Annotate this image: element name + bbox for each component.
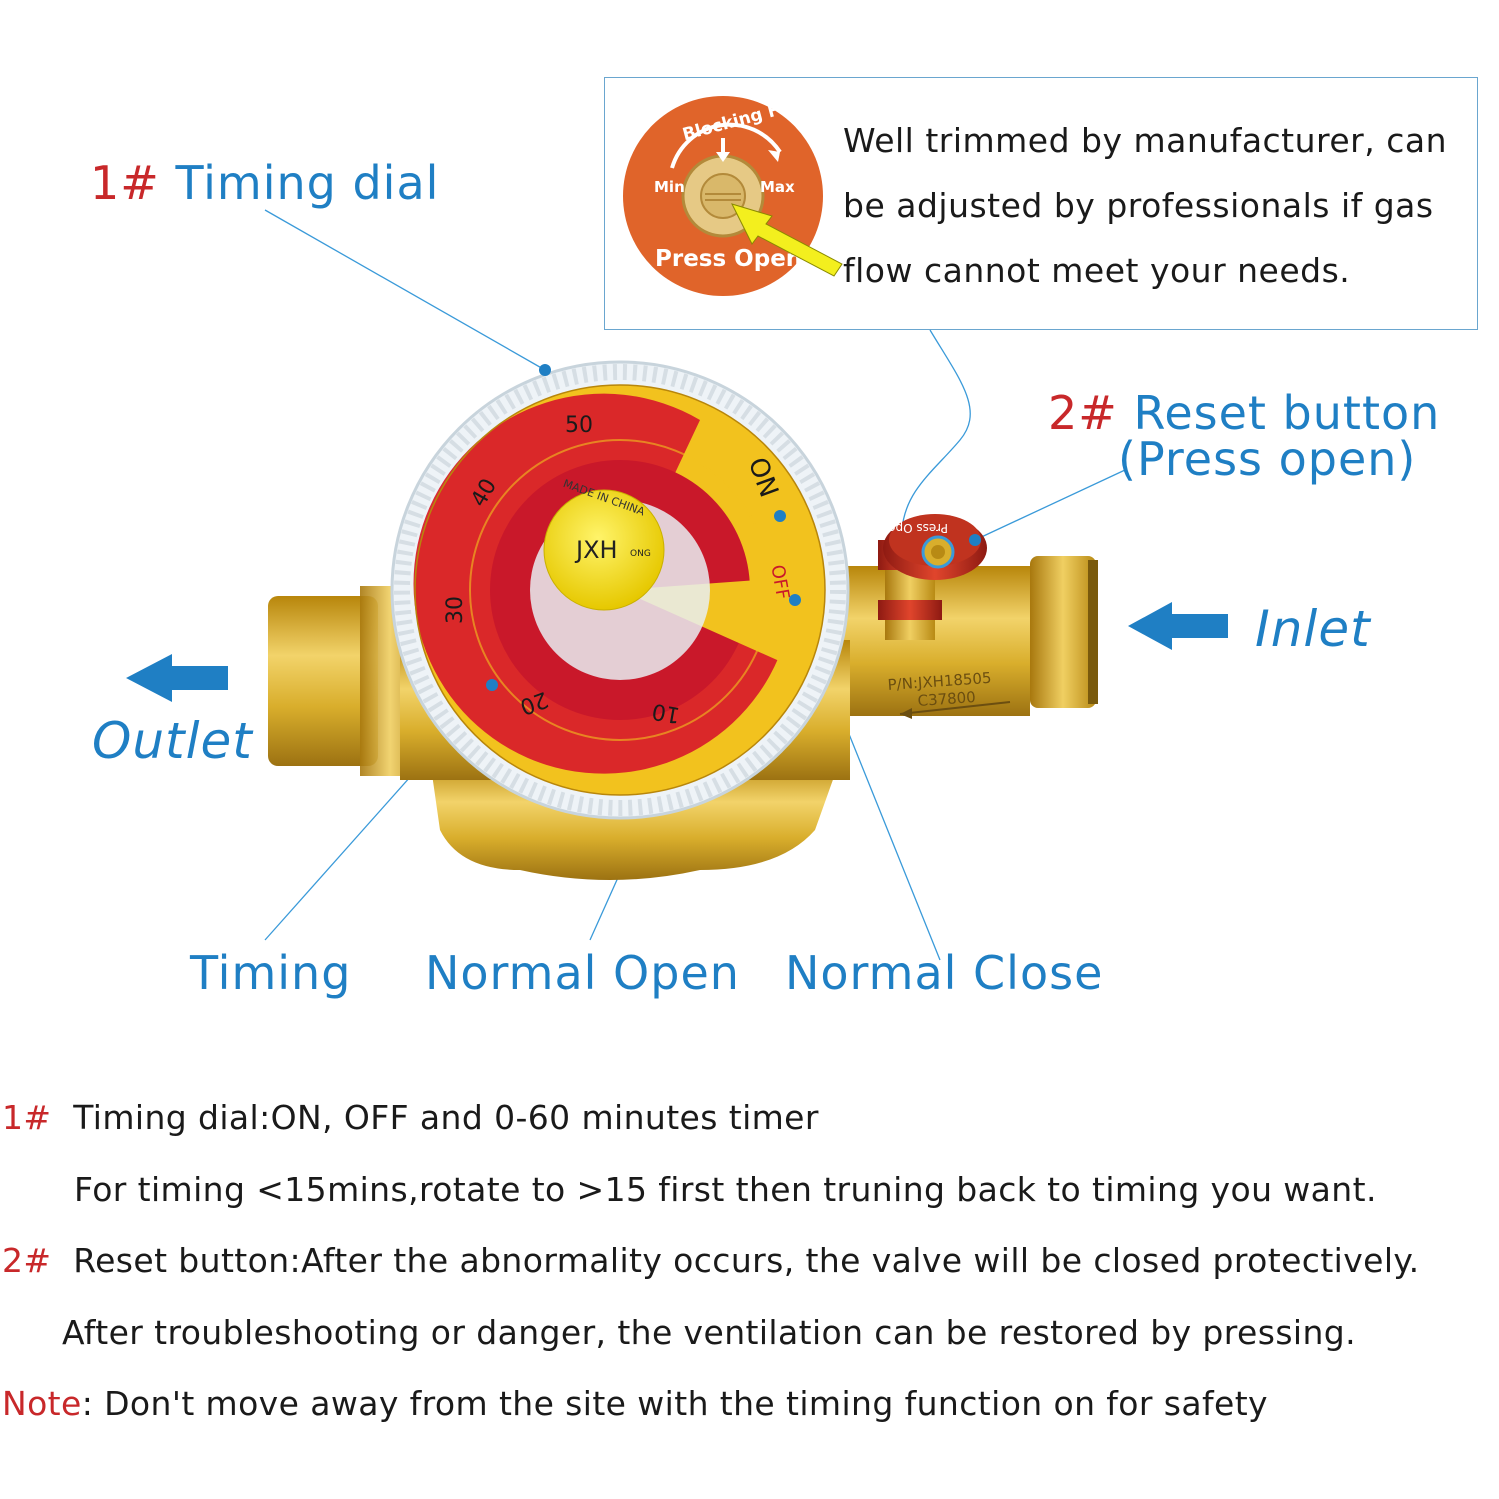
desc-line-3-text: Reset button:After the abnormality occur… bbox=[73, 1241, 1420, 1280]
badge-press-open: Press Open bbox=[655, 246, 802, 272]
dial-number-50: 50 bbox=[565, 413, 593, 438]
inlet-body: P/N:JXH18505 C37800 bbox=[840, 556, 1098, 719]
desc-line-1: 1# Timing dial:ON, OFF and 0-60 minutes … bbox=[2, 1098, 819, 1137]
timer-housing: JXH ONG MADE IN CHINA bbox=[390, 360, 850, 880]
outlet-label: Outlet bbox=[92, 712, 253, 770]
note-text: : Don't move away from the site with the… bbox=[81, 1384, 1268, 1423]
normal-open-label: Normal Open bbox=[425, 946, 740, 1000]
note-label: Note bbox=[2, 1384, 82, 1423]
desc-line-3-number: 2# bbox=[2, 1241, 52, 1280]
normal-close-label: Normal Close bbox=[785, 946, 1104, 1000]
reset-valve[interactable]: Press Open bbox=[878, 514, 987, 640]
brand-logo: JXH bbox=[574, 536, 618, 564]
note-line: Note: Don't move away from the site with… bbox=[2, 1384, 1268, 1423]
timing-dial-text: Timing dial bbox=[175, 156, 440, 210]
badge-min: Min bbox=[654, 178, 685, 196]
callout-line: be adjusted by professionals if gas bbox=[843, 186, 1434, 225]
timing-label: Timing bbox=[190, 946, 352, 1000]
timing-dial-number: 1# bbox=[90, 156, 160, 210]
desc-line-1-number: 1# bbox=[2, 1098, 52, 1137]
inlet-arrow bbox=[1128, 602, 1228, 650]
reset-button-text: Reset button bbox=[1133, 386, 1441, 440]
callout-line: flow cannot meet your needs. bbox=[843, 251, 1351, 290]
desc-line-2: For timing <15mins,rotate to >15 first t… bbox=[74, 1170, 1377, 1209]
blocking-flow-badge: Blocking Flow Min Max Press Open bbox=[623, 91, 843, 296]
valve-press-open: Press Open bbox=[881, 521, 948, 535]
dial-number-10: 10 bbox=[650, 698, 682, 727]
badge-max: Max bbox=[760, 178, 795, 196]
timing-dial-label: 1# Timing dial bbox=[90, 160, 439, 206]
desc-line-4: After troubleshooting or danger, the ven… bbox=[62, 1313, 1357, 1352]
desc-line-1-text: Timing dial:ON, OFF and 0-60 minutes tim… bbox=[73, 1098, 819, 1137]
reset-button-number: 2# bbox=[1048, 386, 1118, 440]
dial-number-30: 30 bbox=[443, 596, 468, 624]
desc-line-3: 2# Reset button:After the abnormality oc… bbox=[2, 1241, 1420, 1280]
reset-button-sub: (Press open) bbox=[1118, 432, 1417, 486]
callout-text: Well trimmed by manufacturer, can be adj… bbox=[843, 108, 1483, 303]
reset-button-label: 2# Reset button bbox=[1048, 390, 1440, 436]
callout-line: Well trimmed by manufacturer, can bbox=[843, 121, 1448, 160]
inlet-label: Inlet bbox=[1255, 600, 1371, 658]
brand-sub: ONG bbox=[630, 549, 651, 559]
outlet-arrow bbox=[126, 654, 228, 702]
pointer-dots bbox=[486, 364, 981, 691]
cert-number: C37800 bbox=[917, 688, 976, 710]
